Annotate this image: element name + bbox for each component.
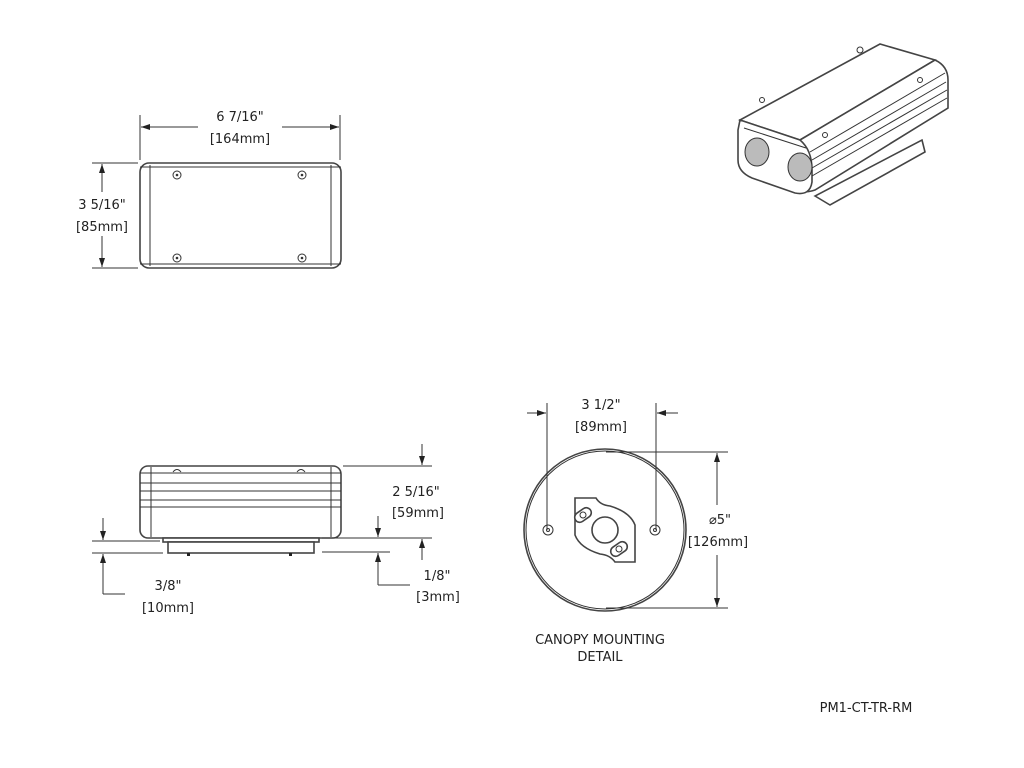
dim-label: [85mm] xyxy=(76,220,128,235)
dim-label: [126mm] xyxy=(688,535,748,550)
dim-label: [3mm] xyxy=(416,590,460,605)
dim-label: 3/8" xyxy=(155,579,182,594)
diameter-dimension: ⌀5" [126mm] xyxy=(606,451,748,609)
top-view: 6 7/16" [164mm] 3 5/16" [85mm] xyxy=(76,110,342,269)
screw-icon xyxy=(172,170,307,263)
isometric-view xyxy=(737,43,949,206)
lens-icon xyxy=(787,152,813,182)
height-dimension: 2 5/16" [59mm] xyxy=(322,444,444,560)
enclosure-top-outline xyxy=(139,162,342,269)
dim-label: 1/8" xyxy=(424,569,451,584)
dim-label: [89mm] xyxy=(575,420,627,435)
enclosure-side-outline xyxy=(139,465,342,539)
plate-dimension: 1/8" [3mm] xyxy=(322,516,460,605)
canopy-caption: DETAIL xyxy=(577,650,623,665)
canopy-detail: 3 1/2" [89mm] ⌀5" [126mm] CANOPY MOUNTIN… xyxy=(523,398,748,665)
spacing-dimension: 3 1/2" [89mm] xyxy=(527,398,678,530)
height-dimension: 3 5/16" [85mm] xyxy=(76,162,138,269)
dim-label: 2 5/16" xyxy=(392,485,440,500)
dim-label: 3 5/16" xyxy=(78,198,126,213)
part-number: PM1-CT-TR-RM xyxy=(820,701,913,716)
width-dimension: 6 7/16" [164mm] xyxy=(139,110,341,160)
canopy-caption: CANOPY MOUNTING xyxy=(535,633,665,648)
dim-label: [59mm] xyxy=(392,506,444,521)
dim-label: 3 1/2" xyxy=(581,398,620,413)
dim-label: ⌀5" xyxy=(709,513,731,528)
lens-icon xyxy=(744,137,770,167)
dim-label: [10mm] xyxy=(142,601,194,616)
dim-label: 6 7/16" xyxy=(216,110,264,125)
offset-dimension: 3/8" [10mm] xyxy=(92,518,194,616)
side-view: 2 5/16" [59mm] 3/8" [10mm] 1/8" [3mm] xyxy=(92,444,460,616)
dim-label: [164mm] xyxy=(210,132,270,147)
